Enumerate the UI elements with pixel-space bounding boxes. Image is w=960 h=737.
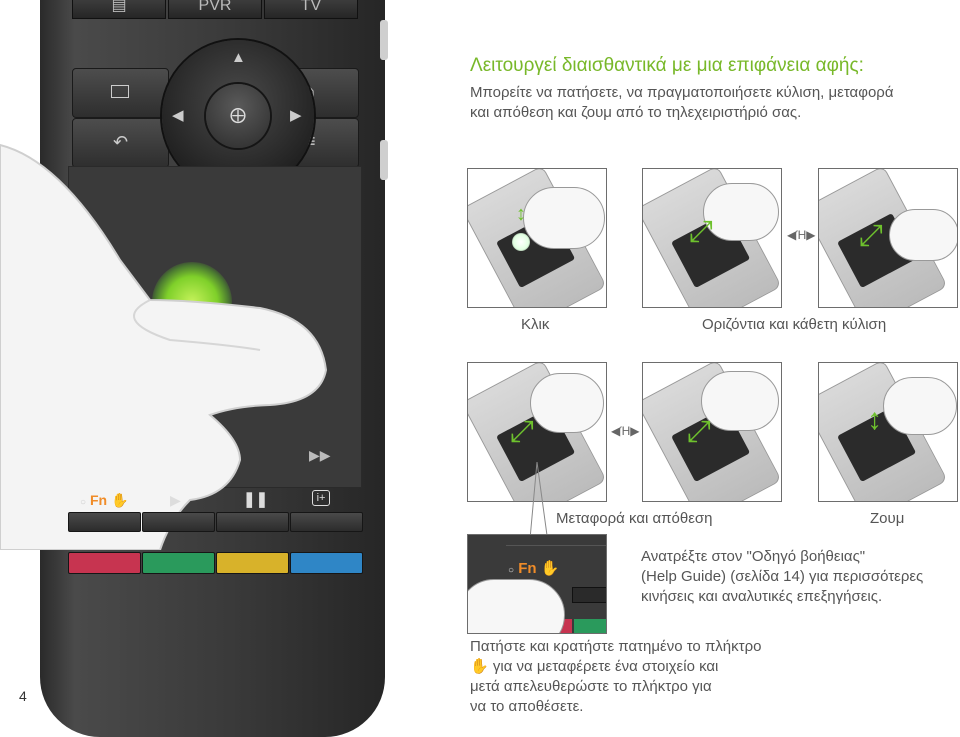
closeup-fn-label: Fn <box>518 560 537 577</box>
caption-click: Κλικ <box>521 316 550 333</box>
drag-arrows-icon: ⤢ <box>687 415 711 448</box>
drag-arrows-icon: ⤢ <box>510 415 534 448</box>
fn-closeup-panel: ○ Fn ✋ <box>467 534 607 634</box>
back-arrow-icon: ↶ <box>113 132 129 152</box>
scroll-arrows-icon: ⤢ <box>689 215 713 248</box>
instruction-line-1: Πατήστε και κρατήστε πατημένο το πλήκτρο <box>470 638 762 655</box>
grab-hand-icon: ✋ <box>470 658 489 675</box>
function-key-2 <box>142 512 215 532</box>
gesture-panel-scroll-1: ⤢ <box>642 168 782 308</box>
menu-lines-icon: ≡ <box>305 131 316 151</box>
finger-icon <box>703 183 779 241</box>
intro-line-2: και απόθεση και ζουμ από το τηλεχειριστή… <box>470 104 802 121</box>
pvr-button: PVR <box>168 0 262 19</box>
fn-button: ○ Fn ✋ <box>80 492 128 510</box>
closeup-key <box>572 587 606 603</box>
dpad-center: ⨁ <box>206 84 270 148</box>
side-key-bottom <box>380 140 388 180</box>
instruction-line-4: να το αποθέσετε. <box>470 698 584 715</box>
note-line-3: κινήσεις και αναλυτικές επεξηγήσεις. <box>641 588 883 605</box>
closeup-green-key <box>574 619 606 633</box>
note-line-1: Ανατρέξτε στον "Οδηγό βοήθειας" <box>641 548 866 565</box>
page-number: 4 <box>19 688 27 704</box>
gesture-panel-scroll-2: ⤢ <box>818 168 958 308</box>
led-dot-icon: ○ <box>80 497 87 508</box>
grid-icon: ▤ <box>111 0 127 14</box>
play-icon: ▶ <box>170 492 181 508</box>
help-note: Ανατρέξτε στον "Οδηγό βοήθειας" (Help Gu… <box>641 547 923 607</box>
guide-button: ▤ <box>72 0 166 19</box>
pvr-label: PVR <box>198 0 232 14</box>
gesture-panel-zoom: ↕ <box>818 362 958 502</box>
function-key-3 <box>216 512 289 532</box>
page-heading: Λειτουργεί διαισθαντικά με μια επιφάνεια… <box>470 55 864 76</box>
finger-icon <box>530 373 604 433</box>
function-key-4 <box>290 512 363 532</box>
led-dot-icon: ○ <box>508 565 515 576</box>
fn-label: Fn <box>89 492 108 508</box>
back-button: ↶ <box>72 118 169 168</box>
remote-illustration: ▤ PVR TV ↶ ⌂ ≡ ▲ ▼ ◀ ▶ ⨁ ◀◀ ▶▶ ○ F <box>0 0 390 737</box>
red-button <box>68 552 141 574</box>
fast-forward-icon: ▶▶ <box>309 447 331 463</box>
tap-arrow-icon: ↕ <box>516 203 526 225</box>
pause-icon: ❚❚ <box>243 491 269 508</box>
caption-drag-drop: Μεταφορά και απόθεση <box>556 510 713 527</box>
closeup-fn-button: ○ Fn ✋ <box>508 559 559 577</box>
arrow-up-icon: ▲ <box>231 49 246 66</box>
tv-button: TV <box>264 0 358 19</box>
note-line-2: (Help Guide) (σελίδα 14) για περισσότερε… <box>641 568 924 585</box>
green-button <box>142 552 215 574</box>
grab-hand-icon: ✋ <box>540 560 560 577</box>
finger-icon <box>701 371 779 431</box>
arrow-left-icon: ◀ <box>172 107 184 124</box>
blue-button <box>290 552 363 574</box>
instruction-line-2-wrap: ✋ για να μεταφέρετε ένα στοιχείο και <box>470 657 761 677</box>
caption-scroll: Οριζόντια και κάθετη κύλιση <box>702 316 887 333</box>
or-label-1: ◀Ή▶ <box>787 228 816 242</box>
fn-instructions: Πατήστε και κρατήστε πατημένο το πλήκτρο… <box>470 637 761 717</box>
finger-icon <box>883 377 957 435</box>
tap-point-icon <box>512 233 530 251</box>
scroll-arrows-icon: ⤢ <box>859 219 883 252</box>
instruction-line-2: για να μεταφέρετε ένα στοιχείο και <box>492 658 719 675</box>
crosshair-icon: ⨁ <box>230 107 246 124</box>
closeup-divider <box>506 545 606 546</box>
picture-button <box>72 68 169 118</box>
arrow-right-icon: ▶ <box>290 107 302 124</box>
side-key-top <box>380 20 388 60</box>
tv-label: TV <box>300 0 322 14</box>
gesture-panel-drag-1: ⤢ <box>467 362 607 502</box>
finger-icon <box>889 209 957 261</box>
intro-line-1: Μπορείτε να πατήσετε, να πραγματοποιήσετ… <box>470 84 894 101</box>
info-icon: i+ <box>312 490 330 506</box>
zoom-arrows-icon: ↕ <box>867 403 882 436</box>
caption-zoom: Ζουμ <box>870 510 905 527</box>
finger-icon <box>523 187 605 249</box>
yellow-button <box>216 552 289 574</box>
thumb-icon <box>468 579 565 633</box>
function-key-1 <box>68 512 141 532</box>
grab-hand-icon: ✋ <box>110 492 129 508</box>
picture-icon <box>111 85 129 98</box>
gesture-panel-click: ↕ <box>467 168 607 308</box>
gesture-panel-drag-2: ⤢ <box>642 362 782 502</box>
or-label-2: ◀Ή▶ <box>611 424 640 438</box>
instruction-line-3: μετά απελευθερώστε το πλήκτρο για <box>470 678 712 695</box>
hand-illustration <box>0 143 328 550</box>
